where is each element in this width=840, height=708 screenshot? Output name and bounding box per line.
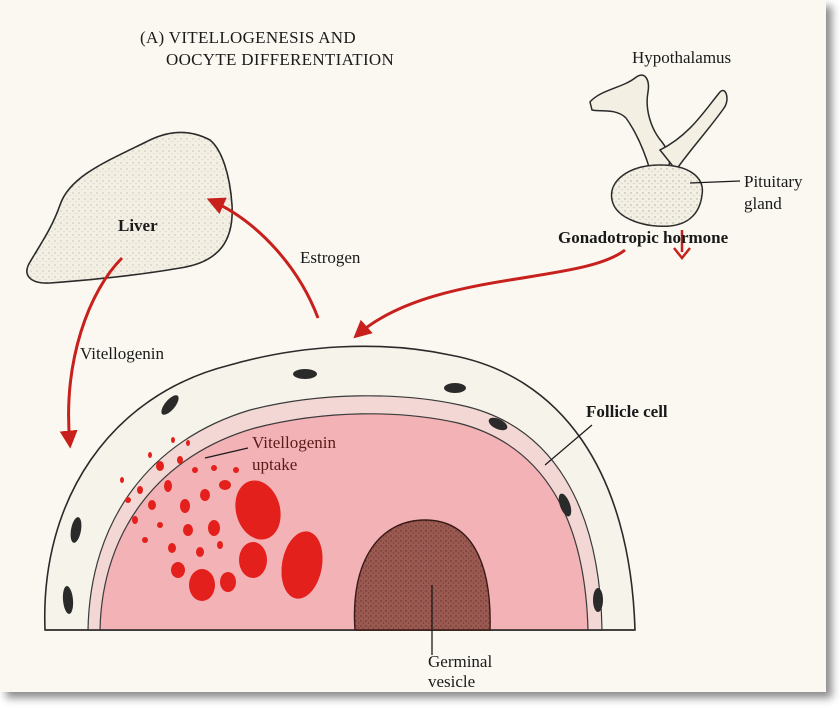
hypothalamus-shape xyxy=(590,75,670,170)
germinal-label-line1: Germinal xyxy=(428,652,492,672)
liver-label: Liver xyxy=(118,216,158,236)
figure-title-line2: OOCYTE DIFFERENTIATION xyxy=(166,50,394,70)
pituitary-label-line1: Pituitary xyxy=(744,172,803,192)
follicle-cell-label: Follicle cell xyxy=(586,402,668,422)
gonadotropic-arrow xyxy=(356,250,625,336)
pituitary-label-line2: gland xyxy=(744,194,782,214)
hypothalamus-label: Hypothalamus xyxy=(632,48,731,68)
uptake-label-line1: Vitellogenin xyxy=(252,433,336,453)
estrogen-label: Estrogen xyxy=(300,248,360,268)
vitellogenin-label: Vitellogenin xyxy=(80,344,164,364)
uptake-label-line2: uptake xyxy=(252,455,297,475)
figure-title-line1: (A) VITELLOGENESIS AND xyxy=(140,28,356,48)
germinal-label-line2: vesicle xyxy=(428,672,475,692)
gonadotropic-label: Gonadotropic hormone xyxy=(558,228,728,248)
diagram-figure: (A) VITELLOGENESIS AND OOCYTE DIFFERENTI… xyxy=(0,0,826,692)
